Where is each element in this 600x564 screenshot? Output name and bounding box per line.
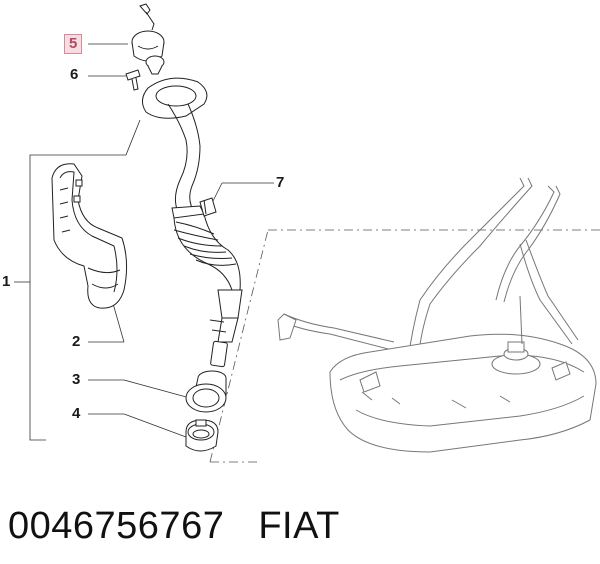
callout-7: 7 xyxy=(276,174,285,191)
grommet-part xyxy=(185,370,227,413)
callout-6: 6 xyxy=(70,66,79,83)
callout-3: 3 xyxy=(72,371,81,388)
hose-clip-part xyxy=(199,197,217,217)
screw-part xyxy=(125,69,141,91)
part-number: 0046756767 xyxy=(8,504,225,547)
callout-5: 5 xyxy=(64,34,83,54)
brand-name: FIAT xyxy=(258,504,340,547)
leader-lines xyxy=(14,43,274,441)
filler-guard-part xyxy=(51,163,128,309)
callout-4: 4 xyxy=(72,405,81,422)
filler-cap-part xyxy=(131,3,165,75)
ring-part xyxy=(185,419,219,452)
filler-neck-hose-part xyxy=(142,77,243,368)
fuel-tank-reference xyxy=(277,177,597,453)
dashed-boundary xyxy=(209,229,600,463)
exploded-parts-diagram xyxy=(14,3,600,463)
part-footer: 0046756767 FIAT xyxy=(8,496,340,556)
callout-1: 1 xyxy=(2,273,11,290)
callout-2: 2 xyxy=(72,333,81,350)
